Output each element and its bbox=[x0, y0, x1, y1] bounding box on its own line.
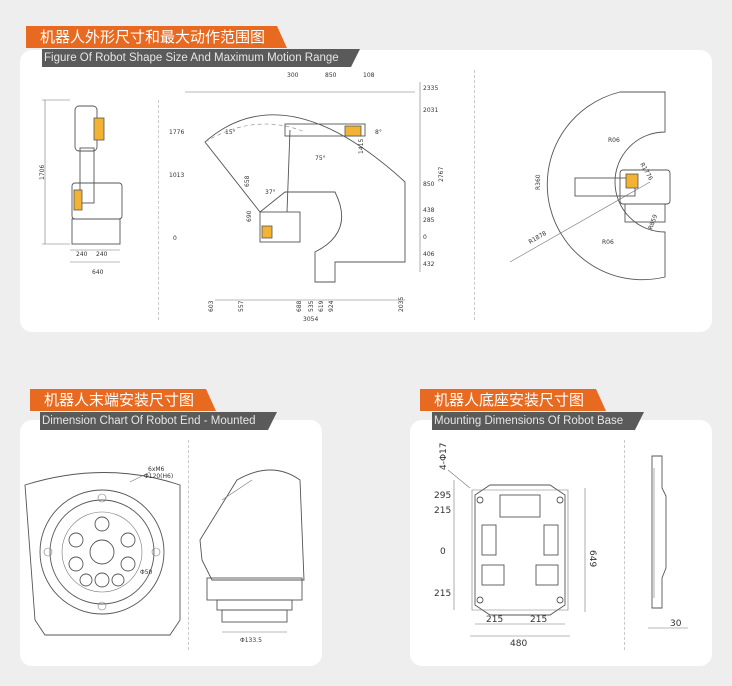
svg-text:688: 688 bbox=[296, 300, 303, 312]
svg-text:75°: 75° bbox=[315, 155, 326, 162]
end-title-cn: 机器人末端安装尺寸图 bbox=[29, 389, 217, 411]
svg-text:4-Φ17: 4-Φ17 bbox=[439, 442, 449, 470]
svg-text:R1878: R1878 bbox=[528, 230, 548, 246]
svg-text:300: 300 bbox=[287, 72, 299, 79]
svg-text:215: 215 bbox=[486, 615, 503, 625]
svg-text:285: 285 bbox=[423, 217, 435, 224]
main-title-en: Figure Of Robot Shape Size And Maximum M… bbox=[42, 49, 360, 67]
base-title-en: Mounting Dimensions Of Robot Base bbox=[432, 412, 645, 430]
svg-text:215: 215 bbox=[434, 506, 451, 516]
svg-text:640: 640 bbox=[92, 269, 104, 276]
motion-range-view: 300 850 108 2335 2031 850 438 285 0 406 … bbox=[169, 72, 445, 323]
svg-text:15°: 15° bbox=[225, 129, 236, 136]
svg-text:R360: R360 bbox=[535, 174, 542, 190]
svg-text:850: 850 bbox=[325, 72, 337, 79]
svg-text:603: 603 bbox=[208, 300, 215, 312]
svg-text:30: 30 bbox=[670, 619, 682, 629]
divider bbox=[188, 440, 189, 650]
svg-text:R1776: R1776 bbox=[638, 162, 654, 182]
svg-text:924: 924 bbox=[328, 300, 335, 312]
svg-text:2031: 2031 bbox=[423, 107, 438, 114]
svg-text:0: 0 bbox=[423, 234, 427, 241]
svg-text:1776: 1776 bbox=[169, 129, 184, 136]
svg-text:R06: R06 bbox=[608, 137, 620, 144]
robot-end-card bbox=[20, 420, 322, 666]
svg-text:Φ120(H6): Φ120(H6) bbox=[144, 473, 173, 480]
robot-side-view: 1706 240 240 640 bbox=[39, 99, 123, 276]
svg-text:850: 850 bbox=[423, 181, 435, 188]
svg-text:Φ133.5: Φ133.5 bbox=[240, 637, 262, 644]
svg-text:480: 480 bbox=[510, 639, 527, 649]
svg-text:37°: 37° bbox=[265, 189, 276, 196]
svg-text:215: 215 bbox=[434, 589, 451, 599]
base-title-cn: 机器人底座安装尺寸图 bbox=[419, 389, 607, 411]
svg-text:8°: 8° bbox=[375, 129, 382, 136]
svg-text:658: 658 bbox=[244, 175, 251, 187]
flange-front-view: 6xM6 Φ120(H6) Φ50 bbox=[24, 466, 181, 636]
svg-text:557: 557 bbox=[238, 300, 245, 312]
svg-text:240: 240 bbox=[96, 251, 108, 258]
svg-text:2035: 2035 bbox=[398, 297, 405, 312]
flange-side-view: Φ133.5 bbox=[199, 469, 305, 644]
svg-text:438: 438 bbox=[423, 207, 435, 214]
top-view: R06 R1776 R1878 R06 R360 R859 bbox=[509, 91, 671, 281]
base-side-view: 30 bbox=[648, 455, 688, 629]
robot-shape-card bbox=[20, 50, 712, 332]
svg-text:649: 649 bbox=[587, 550, 597, 567]
svg-text:406: 406 bbox=[423, 251, 435, 258]
svg-text:535: 535 bbox=[308, 300, 315, 312]
svg-text:1415: 1415 bbox=[358, 139, 365, 154]
base-plan-view: 4-Φ17 295 215 0 215 649 215 215 480 bbox=[434, 442, 597, 649]
svg-text:619: 619 bbox=[318, 300, 325, 312]
svg-text:R06: R06 bbox=[602, 239, 614, 246]
svg-text:240: 240 bbox=[76, 251, 88, 258]
main-title-cn: 机器人外形尺寸和最大动作范围图 bbox=[25, 26, 288, 48]
svg-text:295: 295 bbox=[434, 491, 451, 501]
svg-text:2335: 2335 bbox=[423, 85, 438, 92]
divider bbox=[624, 440, 625, 650]
divider bbox=[158, 100, 159, 320]
svg-text:690: 690 bbox=[246, 210, 253, 222]
end-title-en: Dimension Chart Of Robot End - Mounted bbox=[40, 412, 276, 430]
svg-text:0: 0 bbox=[173, 235, 177, 242]
divider bbox=[474, 70, 475, 320]
svg-text:3054: 3054 bbox=[303, 316, 318, 323]
svg-text:0: 0 bbox=[440, 547, 446, 557]
svg-text:1013: 1013 bbox=[169, 172, 184, 179]
svg-text:R859: R859 bbox=[647, 213, 659, 230]
svg-text:215: 215 bbox=[530, 615, 547, 625]
svg-text:108: 108 bbox=[363, 72, 375, 79]
svg-text:432: 432 bbox=[423, 261, 435, 268]
svg-text:2767: 2767 bbox=[438, 167, 445, 182]
svg-text:Φ50: Φ50 bbox=[140, 569, 153, 576]
svg-text:6xM6: 6xM6 bbox=[148, 466, 165, 473]
side-height-label: 1706 bbox=[39, 165, 46, 180]
